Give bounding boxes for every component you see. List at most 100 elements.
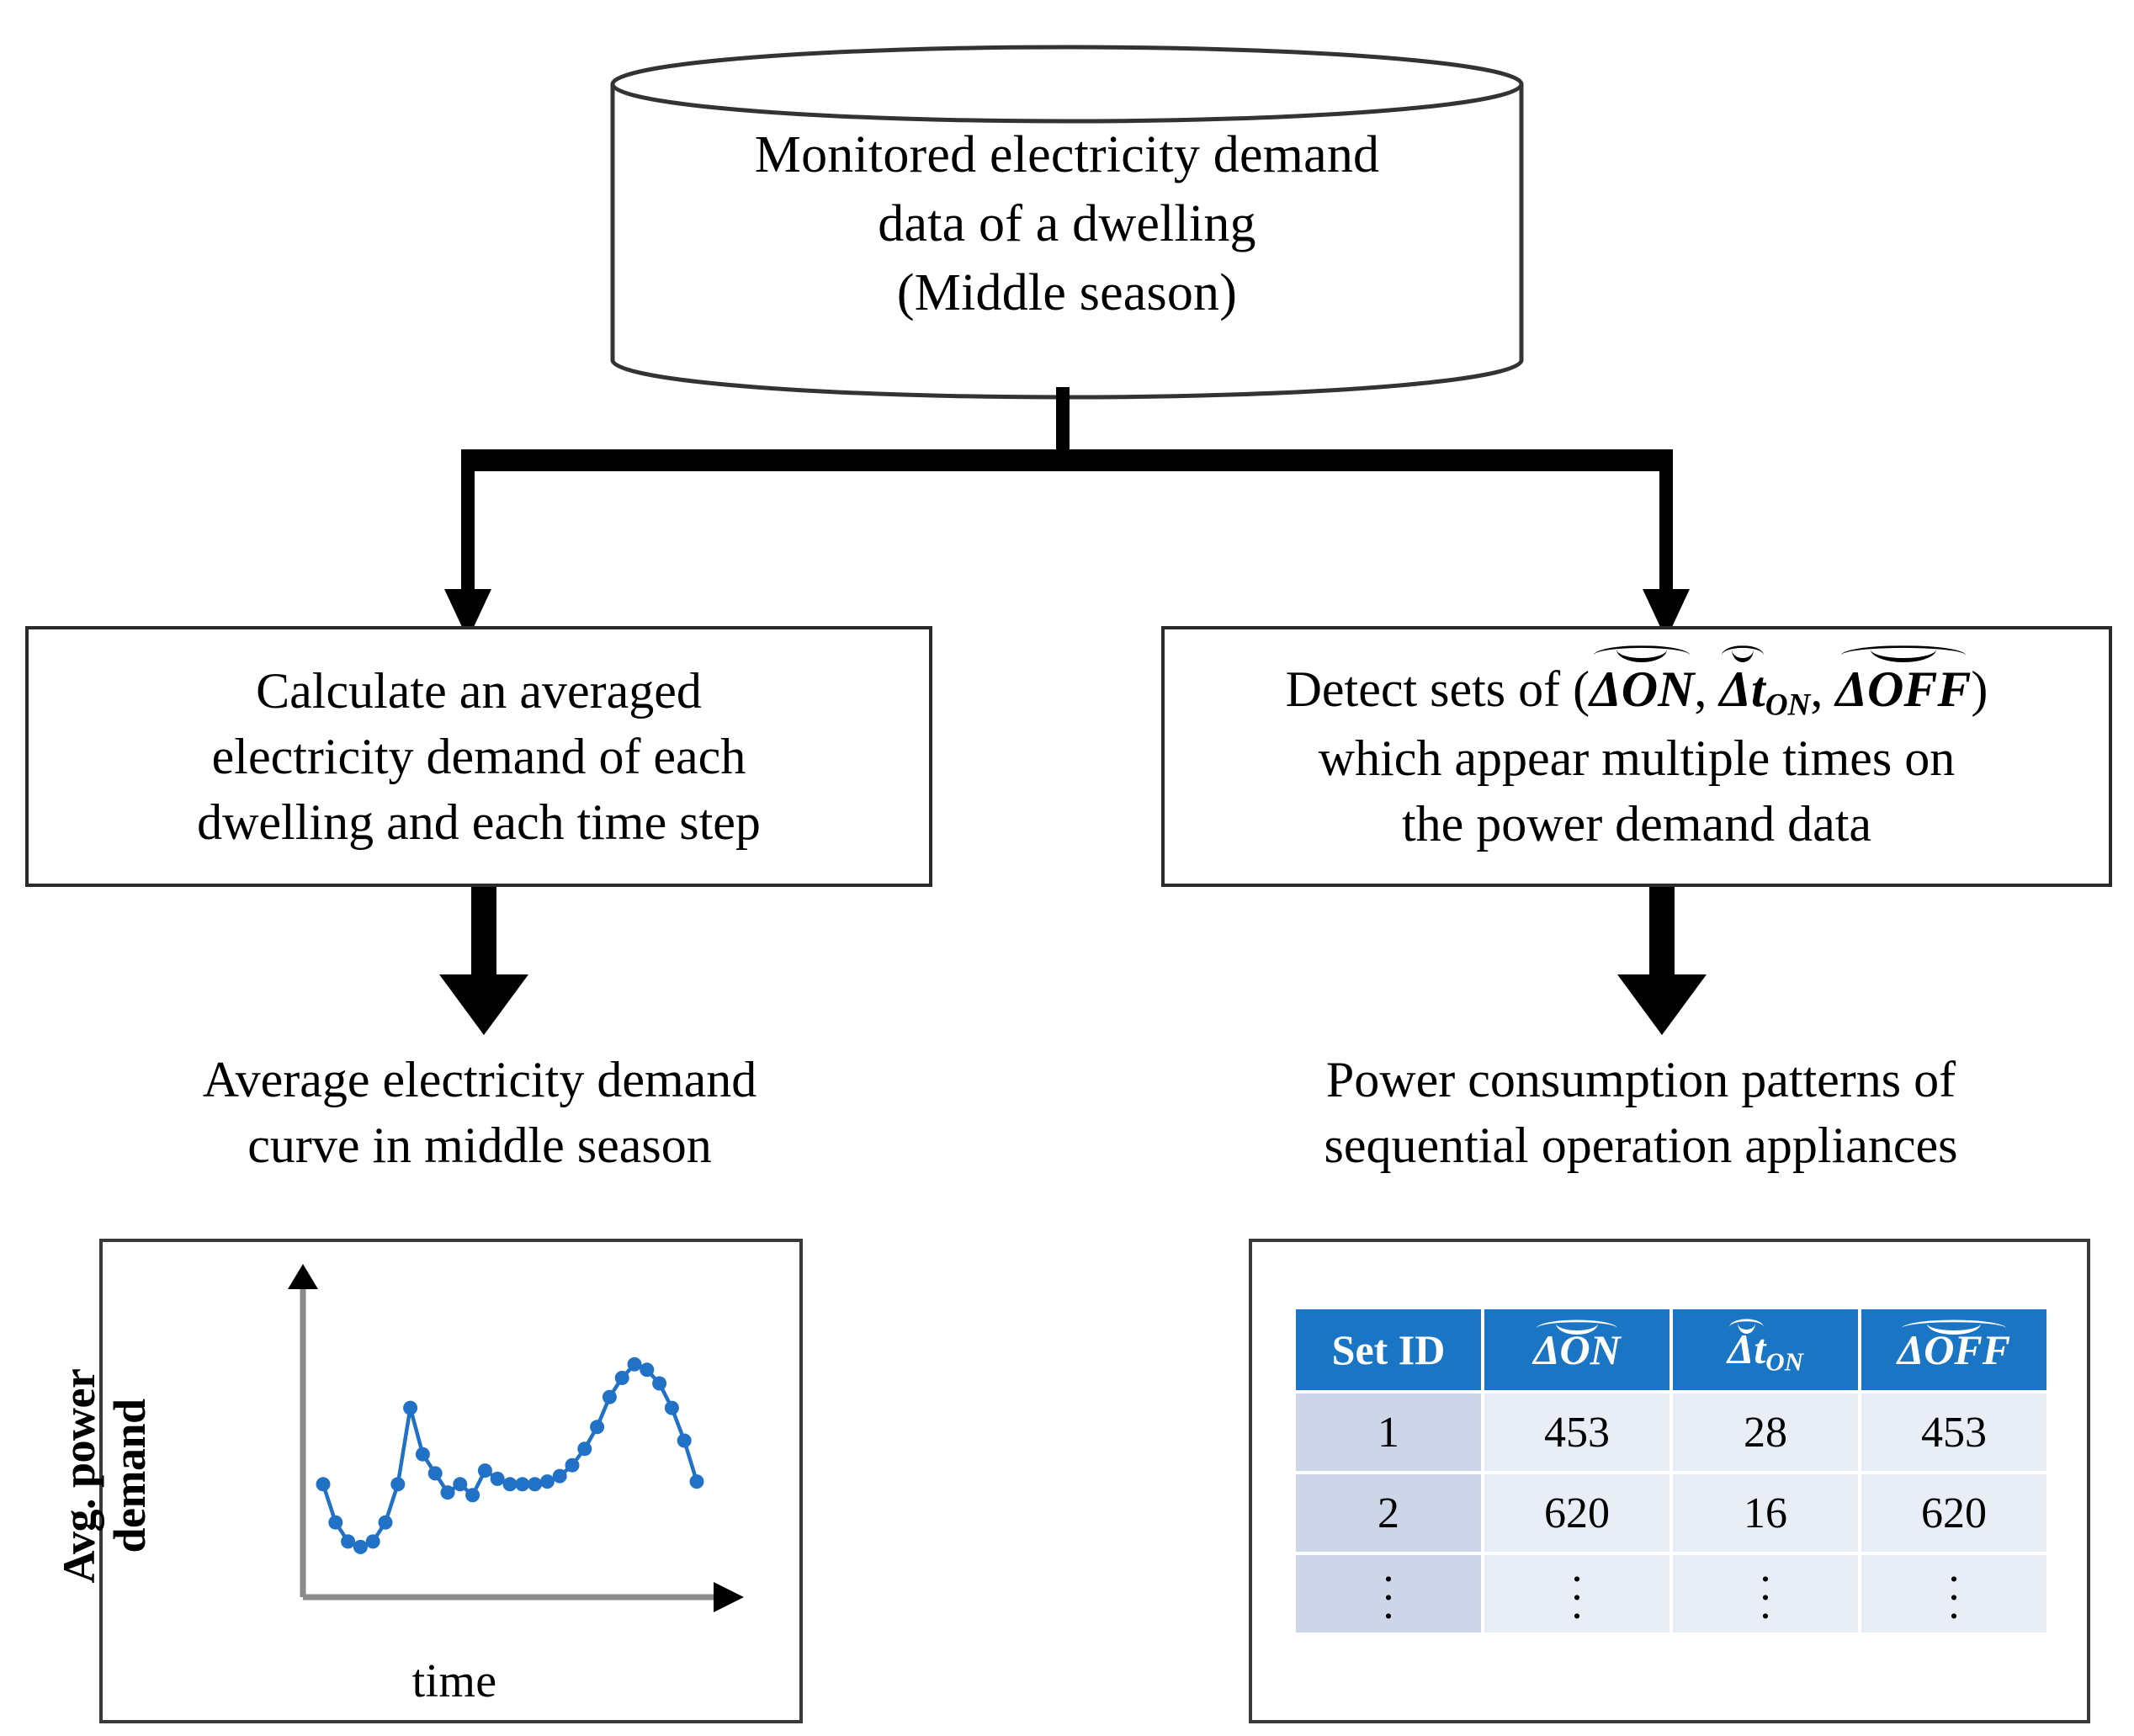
process-right-line-2: which appear multiple times on: [1318, 730, 1956, 787]
detect-suffix: ): [1971, 661, 1988, 717]
symbol-delta-on: ΔON: [1590, 656, 1694, 722]
vertical-ellipsis: ...: [1571, 1543, 1583, 1628]
caption-right-line-1: Power consumption patterns of: [1325, 1052, 1956, 1107]
series-point: [664, 1400, 679, 1415]
series-point: [565, 1457, 580, 1473]
process-box-right: Detect sets of (ΔON, ΔtON, ΔOFF) which a…: [1161, 626, 2112, 887]
vertical-ellipsis: ...: [1948, 1543, 1960, 1628]
series-point: [640, 1362, 655, 1378]
cylinder-line-3: (Middle season): [896, 263, 1238, 321]
table-header-row: Set ID ΔON ΔtON ΔOFF: [1296, 1309, 2046, 1390]
data-source-cylinder: Monitored electricity demand data of a d…: [608, 40, 1526, 404]
table-cell-set_id: 1: [1296, 1394, 1481, 1471]
col-header-delta-t-on-sub: ON: [1765, 1346, 1804, 1377]
series-point: [652, 1376, 667, 1391]
series-point: [689, 1474, 704, 1489]
series-point: [440, 1485, 455, 1500]
series-point: [627, 1356, 642, 1372]
chart-y-axis-label: Avg. power demand: [54, 1299, 156, 1653]
table-cell-d_on: ...: [1484, 1543, 1670, 1632]
table-cell-d_on: 453: [1484, 1394, 1670, 1471]
table-cell-d_off: 453: [1861, 1394, 2046, 1471]
series-point: [390, 1477, 406, 1492]
table-cell-set_id: ...: [1296, 1543, 1481, 1632]
table-cell-set_id: 2: [1296, 1474, 1481, 1552]
y-axis-label-line-2: demand: [104, 1399, 156, 1553]
result-caption-left: Average electricity demand curve in midd…: [34, 1047, 926, 1178]
series-point: [552, 1468, 567, 1484]
table-cell-d_off: ...: [1861, 1543, 2046, 1632]
col-header-delta-off-sym: ΔOFF: [1897, 1326, 2011, 1373]
series-point: [341, 1534, 356, 1549]
vertical-ellipsis: ...: [1760, 1543, 1771, 1628]
table-cell-d_on: 620: [1484, 1474, 1670, 1552]
series-point: [614, 1371, 629, 1385]
table-cell-d_off: 620: [1861, 1474, 2046, 1552]
series-point: [465, 1488, 480, 1503]
process-right-line-3: the power demand data: [1401, 796, 1872, 852]
series-point: [539, 1474, 555, 1489]
chart-x-axis-label: time: [411, 1655, 497, 1707]
series-point: [490, 1471, 505, 1486]
series-layer: [316, 1356, 704, 1554]
vertical-ellipsis: ...: [1383, 1543, 1394, 1628]
arrow-left-down: [439, 887, 528, 1035]
process-box-left-text: Calculate an averaged electricity demand…: [29, 658, 929, 855]
series-point: [316, 1477, 331, 1492]
series-point: [602, 1389, 617, 1404]
process-left-line-2: electricity demand of each: [211, 729, 746, 784]
col-header-delta-off: ΔOFF: [1861, 1309, 2046, 1390]
table-row: ............: [1296, 1543, 2046, 1632]
detect-prefix: Detect sets of (: [1285, 661, 1590, 717]
series-point: [577, 1441, 592, 1457]
table-cell-d_ton: 16: [1673, 1474, 1858, 1552]
col-header-set-id-label: Set ID: [1331, 1326, 1446, 1373]
series-point: [502, 1477, 518, 1492]
symbol-delta-t-on-sub: ON: [1765, 687, 1811, 723]
series-point: [403, 1400, 418, 1415]
col-header-delta-t-on: ΔtON: [1673, 1309, 1858, 1390]
series-point: [353, 1539, 368, 1554]
symbol-delta-off: ΔOFF: [1835, 656, 1971, 722]
cylinder-line-1: Monitored electricity demand: [754, 126, 1380, 183]
series-point: [477, 1463, 492, 1479]
series-point: [677, 1433, 692, 1448]
series-point: [528, 1477, 543, 1492]
caption-left-line-1: Average electricity demand: [202, 1052, 757, 1107]
col-header-set-id: Set ID: [1296, 1309, 1481, 1390]
series-point: [590, 1420, 605, 1435]
y-axis-label-line-1: Avg. power: [54, 1368, 104, 1584]
sep-2: ,: [1810, 661, 1836, 717]
process-box-right-text: Detect sets of (ΔON, ΔtON, ΔOFF) which a…: [1165, 656, 2109, 857]
process-right-line-1: Detect sets of (ΔON, ΔtON, ΔOFF): [1175, 656, 2099, 726]
arrow-right-down: [1617, 887, 1707, 1035]
sep-1: ,: [1694, 661, 1720, 717]
y-axis-arrowhead: [288, 1264, 318, 1289]
result-caption-right: Power consumption patterns of sequential…: [1170, 1047, 2112, 1178]
cylinder-line-2: data of a dwelling: [878, 194, 1256, 252]
demand-line-chart: [288, 1264, 744, 1612]
series-point: [415, 1447, 430, 1462]
series-point: [378, 1515, 393, 1530]
cylinder-text: Monitored electricity demand data of a d…: [608, 121, 1526, 327]
col-header-delta-on: ΔON: [1484, 1309, 1670, 1390]
table-cell-d_ton: ...: [1673, 1543, 1858, 1632]
series-point: [515, 1477, 530, 1492]
series-point: [365, 1534, 380, 1549]
symbol-delta-t-on-base: Δt: [1719, 656, 1765, 722]
process-left-line-1: Calculate an averaged: [256, 663, 702, 719]
process-box-left: Calculate an averaged electricity demand…: [25, 626, 932, 887]
caption-left-line-2: curve in middle season: [247, 1118, 712, 1173]
caption-right-line-2: sequential operation appliances: [1324, 1118, 1958, 1173]
process-left-line-3: dwelling and each time step: [197, 794, 761, 850]
x-axis-arrowhead: [714, 1582, 744, 1612]
series-point: [427, 1466, 443, 1481]
table-cell-d_ton: 28: [1673, 1394, 1858, 1471]
